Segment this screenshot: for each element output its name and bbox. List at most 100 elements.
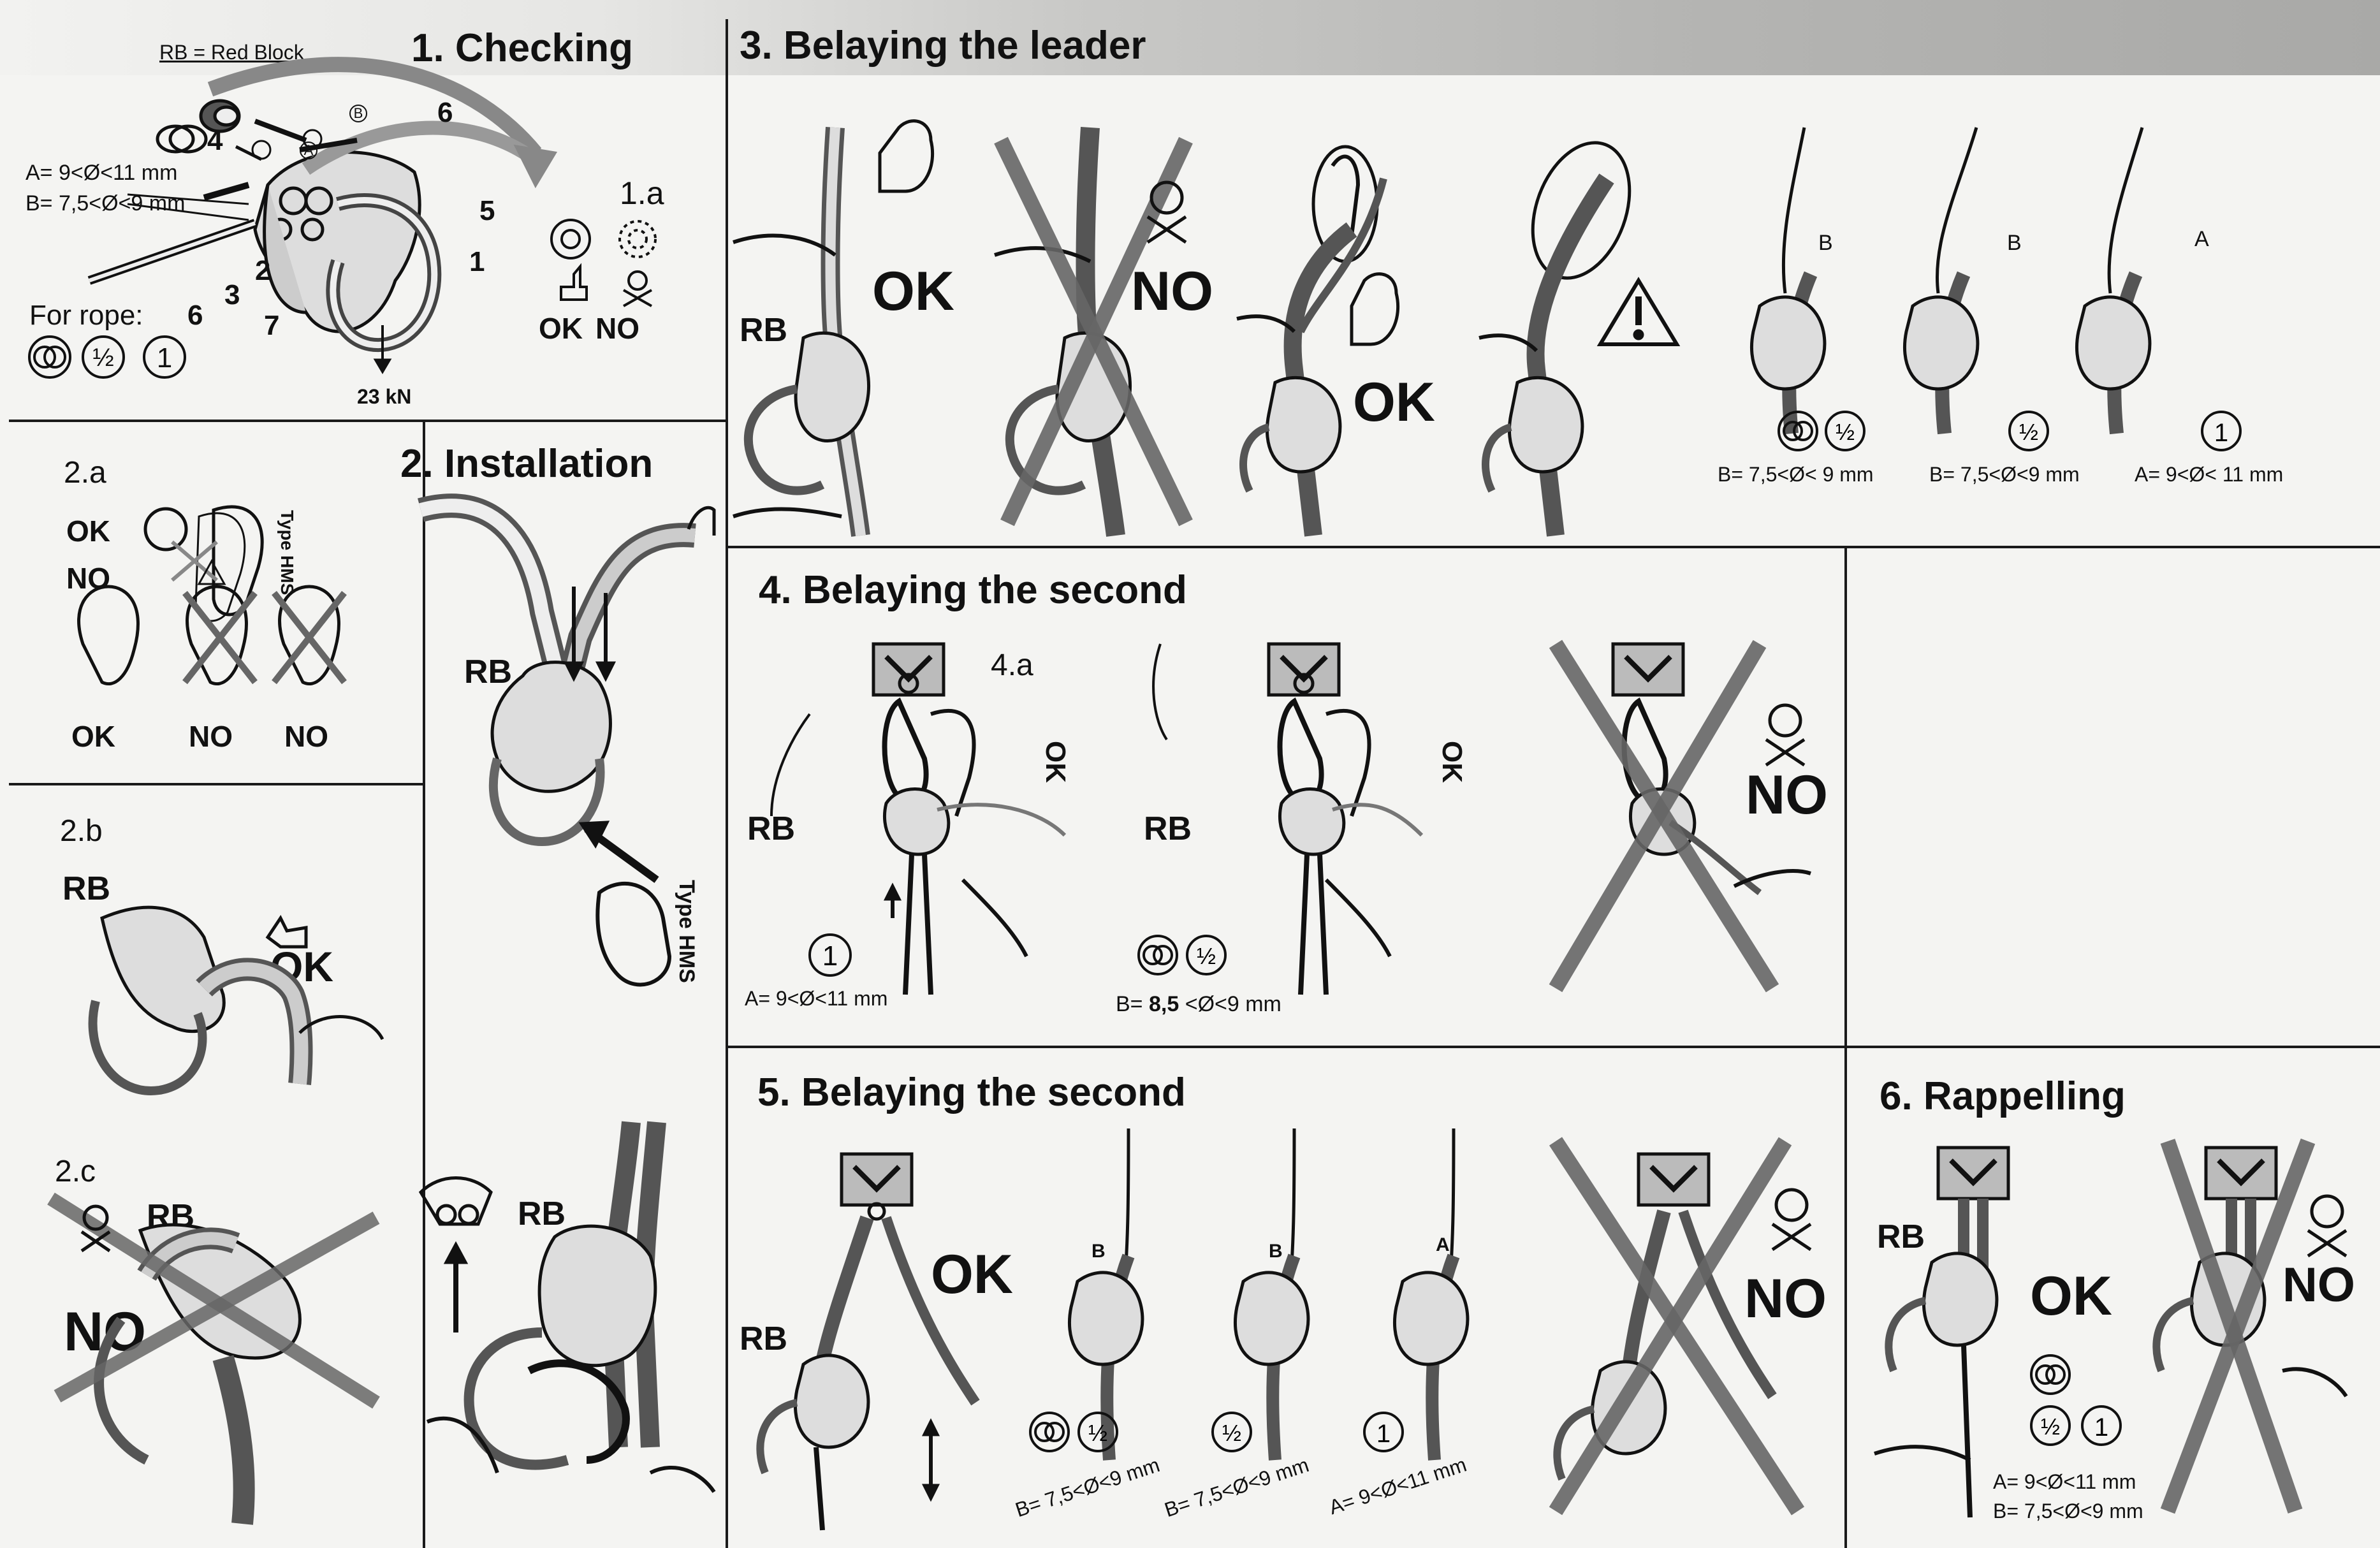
installation-diagram (418, 493, 716, 987)
second5-marker-b2: B (1269, 1241, 1283, 1262)
divider-v-left (726, 19, 728, 1548)
type-hms-label-2: Type HMS (675, 880, 699, 983)
leader-no: NO (1131, 261, 1213, 322)
second4-ok-1: OK (1040, 741, 1071, 783)
rappel-rope-icons: ½ 1 (2030, 1354, 2122, 1446)
strength-label: 23 kN (357, 385, 412, 408)
svg-text:½: ½ (1836, 419, 1855, 445)
divider-v-install (423, 422, 425, 1548)
leader-marker-b2: B (2007, 231, 2022, 255)
rappel-range-b: B= 7,5<Ø<9 mm (1993, 1500, 2143, 1522)
range-a-label: A= 9<Ø<11 mm (26, 161, 178, 185)
install-no-2a: NO (66, 562, 110, 595)
second4-range-2-bold: 8,5 (1149, 992, 1179, 1016)
install-ok-2a-b: OK (71, 720, 115, 753)
divider-h-right2 (728, 1046, 2380, 1048)
part-1: 1 (469, 246, 485, 277)
title-belaying-second-5: 5. Belaying the second (757, 1070, 1186, 1114)
leader-panel-warning (1478, 141, 1681, 537)
type-hms-label-1: Type HMS (277, 510, 297, 595)
second5-panel-no (1549, 1137, 1812, 1515)
svg-text:1: 1 (822, 940, 838, 972)
part-7: 7 (264, 310, 280, 341)
range-b-label: B= 7,5<Ø<9 mm (26, 191, 186, 215)
second4-panel-1 (770, 642, 1067, 995)
divider-h-right1 (728, 546, 2380, 548)
second5-panel-ok (756, 1152, 980, 1531)
second4-rope-icons-2: ½ (1137, 935, 1227, 975)
title-belaying-leader: 3. Belaying the leader (740, 24, 1146, 68)
divider-h-left2 (9, 783, 423, 785)
svg-text:1: 1 (157, 342, 172, 374)
rappel-no: NO (2282, 1258, 2355, 1312)
step-2a: 2.a (64, 456, 106, 490)
install-rb: RB (464, 654, 513, 690)
title-rappelling: 6. Rappelling (1880, 1074, 2126, 1118)
second4-rope-icon-1: 1 (808, 933, 852, 977)
device-exploded-diagram (87, 57, 558, 374)
step-2b: 2.b (60, 814, 103, 848)
rappel-range-a: A= 9<Ø<11 mm (1993, 1470, 2136, 1493)
leader-ok-1: OK (872, 261, 954, 322)
second4-no: NO (1746, 764, 1828, 826)
divider-h-left1 (9, 420, 726, 422)
title-installation: 2. Installation (400, 442, 653, 486)
svg-text:1: 1 (1376, 1420, 1391, 1448)
reflex-no-diagram (47, 1192, 380, 1525)
svg-text:½: ½ (1222, 1420, 1241, 1446)
divider-v-right (1844, 548, 1847, 1548)
second4-rb-1: RB (747, 810, 796, 847)
part-6-bottom: 6 (187, 300, 203, 331)
second5-marker-b1: B (1091, 1241, 1106, 1262)
second4-range-2-post: <Ø<9 mm (1185, 992, 1281, 1016)
rope-type-icons: ½ 1 (28, 335, 186, 379)
second4-ok-2: OK (1436, 741, 1468, 783)
install-no-2a-c: NO (284, 720, 328, 753)
rappel-panel-ok (1874, 1146, 2010, 1518)
step-2c: 2.c (55, 1155, 96, 1188)
second5-no: NO (1744, 1268, 1827, 1329)
rappel-panel-no (2152, 1138, 2348, 1514)
second5-rb: RB (740, 1320, 788, 1357)
marker-a: A (300, 142, 318, 159)
reflex-ok-diagram (88, 905, 384, 1095)
check-ok: OK (539, 312, 583, 345)
part-5: 5 (479, 195, 495, 226)
rappel-rb: RB (1877, 1218, 1925, 1255)
leader-range-1: B= 7,5<Ø< 9 mm (1718, 463, 1874, 486)
second4-range-2: B= 8,5 <Ø<9 mm (1116, 992, 1281, 1017)
step-4a: 4.a (991, 648, 1033, 682)
second5-panel-rope-types (1067, 1128, 1470, 1461)
part-3: 3 (224, 279, 240, 310)
install-rb-2b: RB (62, 870, 111, 907)
hms-carabiner-comparison (77, 505, 347, 685)
for-rope-label: For rope: (29, 300, 143, 331)
second5-range-1: B= 7,5<Ø<9 mm (1012, 1453, 1163, 1522)
svg-text:½: ½ (2019, 419, 2038, 445)
leader-panel-carabiner (1236, 145, 1400, 537)
leader-marker-b1: B (1818, 231, 1833, 255)
check-no: NO (595, 312, 639, 345)
rb-note: RB = Red Block (159, 41, 304, 64)
leader-range-2: B= 7,5<Ø<9 mm (1929, 463, 2080, 486)
leader-panel-no (994, 127, 1193, 537)
wear-check-icons (550, 219, 657, 307)
leader-ok-2: OK (1353, 372, 1435, 433)
second5-range-2: B= 7,5<Ø<9 mm (1162, 1453, 1312, 1522)
leader-range-3: A= 9<Ø< 11 mm (2135, 463, 2284, 486)
second4-panel-2 (1152, 642, 1424, 995)
second4-range-2-pre: B= (1116, 992, 1143, 1016)
step-1a: 1.a (620, 175, 664, 211)
install-ok-2a: OK (66, 515, 110, 548)
install-no-2a-b: NO (189, 720, 233, 753)
leader-rb: RB (740, 312, 788, 349)
second5-rope-icons: ½ ½ 1 (1029, 1412, 1404, 1452)
rappel-ok: OK (2030, 1266, 2112, 1327)
leader-rope-icons: ½ ½ 1 (1778, 411, 2242, 451)
part-2: 2 (255, 255, 271, 286)
second5-marker-a1: A (1436, 1234, 1450, 1255)
title-belaying-second-4: 4. Belaying the second (759, 568, 1187, 612)
leader-panel-ok (733, 119, 935, 537)
title-checking: 1. Checking (411, 26, 633, 70)
